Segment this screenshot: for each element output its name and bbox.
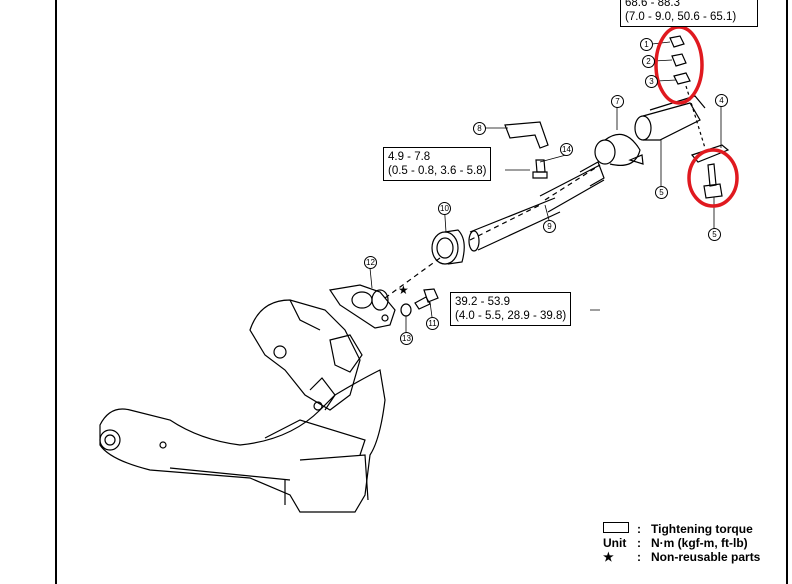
callout-13: 13 [400, 332, 413, 345]
torque-nm: 4.9 - 7.8 [388, 151, 431, 163]
torque-spec-top: 68.6 - 88.3 (7.0 - 9.0, 50.6 - 65.1) [620, 0, 758, 27]
callout-8: 8 [473, 122, 486, 135]
legend-star-row: ★ : Non-reusable parts [603, 550, 761, 564]
callout-3: 3 [645, 75, 658, 88]
highlight-circle-bolt [687, 148, 739, 208]
non-reusable-star-icon: ★ [398, 283, 409, 297]
assembly-axis-line [384, 164, 601, 299]
lower-control-arm [99, 299, 386, 513]
page-border-left [55, 0, 57, 584]
bolt-part-14 [532, 159, 548, 179]
boot-part-7 [594, 133, 644, 166]
nut-part-1 [669, 35, 685, 48]
intermediate-shaft-part-9 [468, 161, 605, 252]
bracket-part-8 [504, 121, 549, 149]
torque-spec-lower: 39.2 - 53.9 (4.0 - 5.5, 28.9 - 39.8) [450, 292, 572, 326]
legend-unit-key: Unit [603, 536, 627, 550]
dust-boot-part-10 [431, 229, 465, 265]
torque-alt-units: (0.5 - 0.8, 3.6 - 5.8) [388, 165, 487, 177]
bolt-part-5 [703, 163, 723, 199]
nut-part-2 [671, 53, 687, 67]
callout-11: 11 [426, 317, 439, 330]
torque-alt-units: (7.0 - 9.0, 50.6 - 65.1) [625, 11, 737, 23]
callout-leaders [369, 41, 722, 332]
washer-part-13 [400, 303, 412, 317]
legend: : Tightening torque Unit : N·m (kgf-m, f… [603, 522, 760, 564]
bolt-part-11 [414, 288, 439, 310]
torque-alt-units: (4.0 - 5.5, 28.9 - 39.8) [455, 310, 567, 322]
torque-nm: 68.6 - 88.3 [625, 0, 680, 9]
callout-10: 10 [438, 202, 451, 215]
torque-spec-middle: 4.9 - 7.8 (0.5 - 0.8, 3.6 - 5.8) [383, 147, 492, 181]
legend-unit-label: N·m (kgf-m, ft-lb) [651, 536, 748, 550]
callout-6: 5 [655, 186, 668, 199]
callout-14: 14 [560, 143, 573, 156]
joint-housing-part-6 [634, 95, 706, 141]
callout-12: 12 [364, 256, 377, 269]
callout-1: 1 [640, 38, 653, 51]
legend-torque-row: : Tightening torque [603, 522, 760, 536]
torque-box-symbol [603, 522, 629, 533]
washer-part-3 [673, 72, 691, 85]
bolt-axis-line [685, 85, 706, 149]
legend-torque-label: Tightening torque [651, 522, 753, 536]
bracket-part-12 [328, 284, 396, 329]
torque-nm: 39.2 - 53.9 [455, 296, 510, 308]
callout-2: 2 [642, 55, 655, 68]
highlight-circle-nuts [654, 25, 704, 105]
callout-7: 7 [611, 95, 624, 108]
callout-5: 5 [708, 228, 721, 241]
page-border-right [786, 0, 788, 584]
legend-star-label: Non-reusable parts [651, 550, 761, 564]
legend-unit-row: Unit : N·m (kgf-m, ft-lb) [603, 536, 748, 550]
callout-4: 4 [715, 94, 728, 107]
star-icon: ★ [603, 550, 614, 564]
callout-9: 9 [543, 220, 556, 233]
